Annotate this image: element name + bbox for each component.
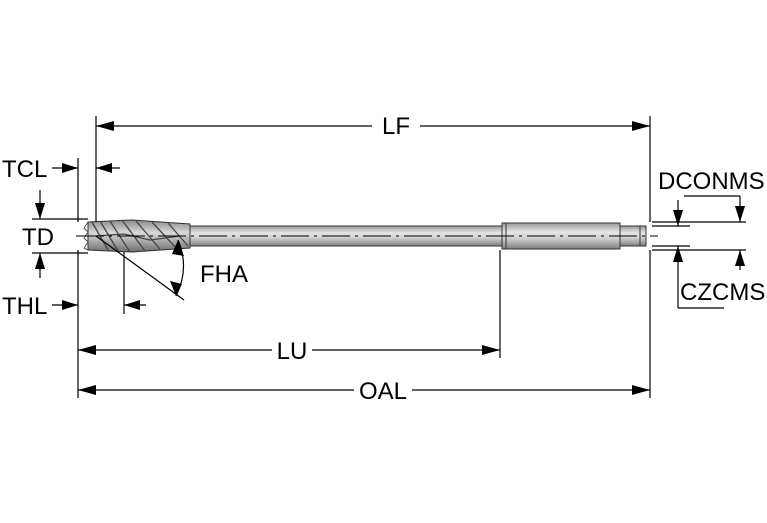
oal-label: OAL bbox=[359, 378, 407, 405]
fha-label: FHA bbox=[200, 261, 248, 288]
czcms-label: CZCMS bbox=[680, 279, 765, 306]
td-label: TD bbox=[22, 224, 54, 251]
lu-dimension: LU bbox=[78, 250, 501, 365]
tcl-dimension: TCL bbox=[2, 156, 120, 222]
fha-dimension: FHA bbox=[95, 235, 248, 301]
thl-dimension: THL bbox=[2, 252, 146, 320]
td-dimension: TD bbox=[22, 190, 88, 278]
lf-dimension: LF bbox=[95, 113, 651, 222]
tcl-label: TCL bbox=[2, 156, 47, 183]
oal-dimension: OAL bbox=[78, 250, 651, 405]
thl-label: THL bbox=[2, 293, 47, 320]
dconms-label: DCONMS bbox=[658, 168, 765, 195]
lf-label: LF bbox=[382, 113, 410, 140]
tap-tool bbox=[76, 219, 658, 253]
czcms-dimension: CZCMS bbox=[652, 200, 765, 309]
dconms-dimension: DCONMS bbox=[652, 168, 765, 270]
lu-label: LU bbox=[277, 338, 308, 365]
thread-teeth bbox=[83, 221, 89, 251]
